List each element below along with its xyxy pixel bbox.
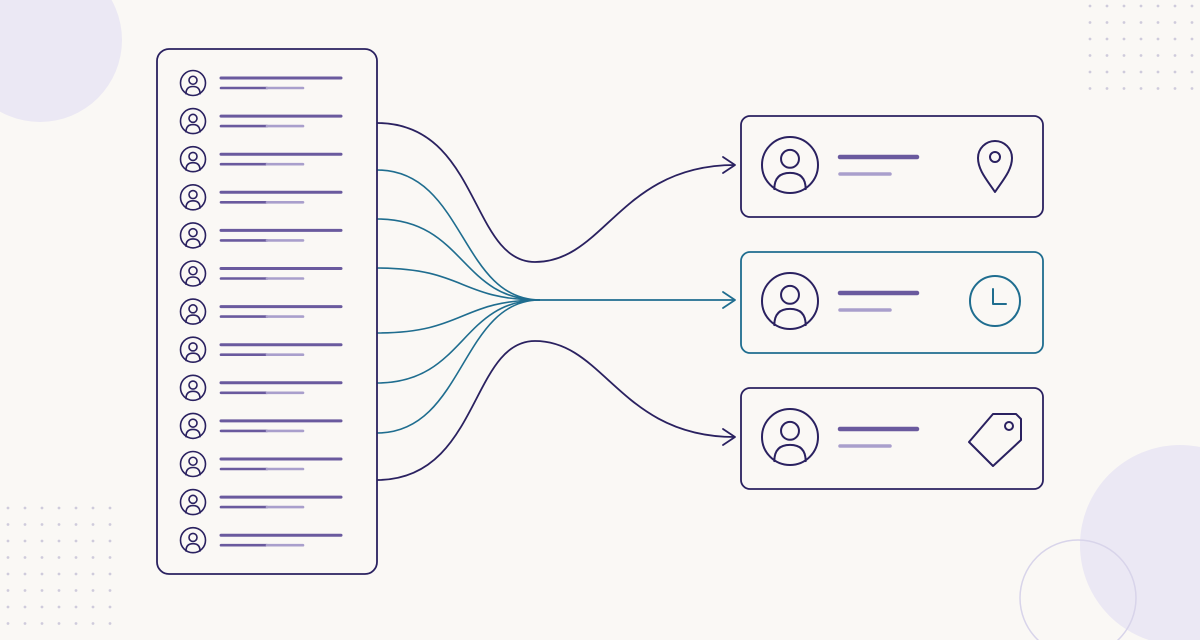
profile-card-tag [740, 387, 1044, 490]
user-circle-icon [179, 69, 207, 97]
user-circle-icon [179, 107, 207, 135]
list-item [179, 298, 343, 325]
decor-circle-top-left [0, 0, 122, 122]
list-item [179, 336, 343, 364]
navy-connector-bottom [376, 340, 736, 481]
teal-connector-line [376, 267, 541, 301]
decor-dots-top-right [1088, 4, 1194, 90]
user-circle-icon [179, 336, 207, 364]
connector-lines [376, 122, 736, 481]
user-circle-icon [179, 488, 207, 516]
arrow-head-tag [722, 428, 736, 446]
list-item [179, 69, 343, 97]
decor-circle-bottom-right [1080, 445, 1200, 640]
list-item [179, 222, 343, 249]
arrow-head-location [722, 156, 736, 174]
user-circle-icon [179, 145, 207, 173]
teal-connector-line [376, 299, 541, 334]
profile-card-frame [740, 115, 1044, 218]
user-circle-icon [179, 298, 207, 325]
teal-connector-line [376, 299, 541, 384]
source-list-frame [156, 48, 378, 575]
user-circle-icon [179, 260, 207, 287]
teal-connector-line [376, 299, 541, 434]
profile-card-frame [740, 251, 1044, 354]
list-item [179, 145, 343, 173]
profile-card-location [740, 115, 1044, 218]
arrow-head-time [722, 291, 736, 309]
location-pin-icon [977, 140, 1013, 193]
price-tag-icon [968, 413, 1022, 467]
user-circle-icon [761, 408, 819, 466]
profile-cards [740, 115, 1044, 490]
list-item [179, 526, 343, 554]
user-circle-icon [179, 374, 207, 402]
list-item [179, 450, 343, 478]
list-item [179, 412, 343, 440]
user-circle-icon [179, 184, 207, 211]
user-circle-icon [179, 450, 207, 478]
decor-ring-bottom-right [1019, 539, 1137, 640]
user-circle-icon [179, 222, 207, 249]
teal-connector-line [376, 218, 541, 301]
user-circle-icon [761, 136, 819, 194]
profile-card-frame [740, 387, 1044, 490]
list-item [179, 374, 343, 402]
clock-icon [969, 275, 1021, 327]
decor-dots-bottom-left [6, 506, 112, 625]
list-item [179, 184, 343, 211]
list-item [179, 107, 343, 135]
list-item [179, 488, 343, 516]
source-list-panel [156, 48, 378, 575]
profile-card-time [740, 251, 1044, 354]
user-circle-icon [179, 412, 207, 440]
list-item [179, 260, 343, 287]
teal-connector-line [376, 169, 541, 301]
user-circle-icon [761, 272, 819, 330]
user-circle-icon [179, 526, 207, 554]
navy-connector-top [376, 122, 736, 263]
